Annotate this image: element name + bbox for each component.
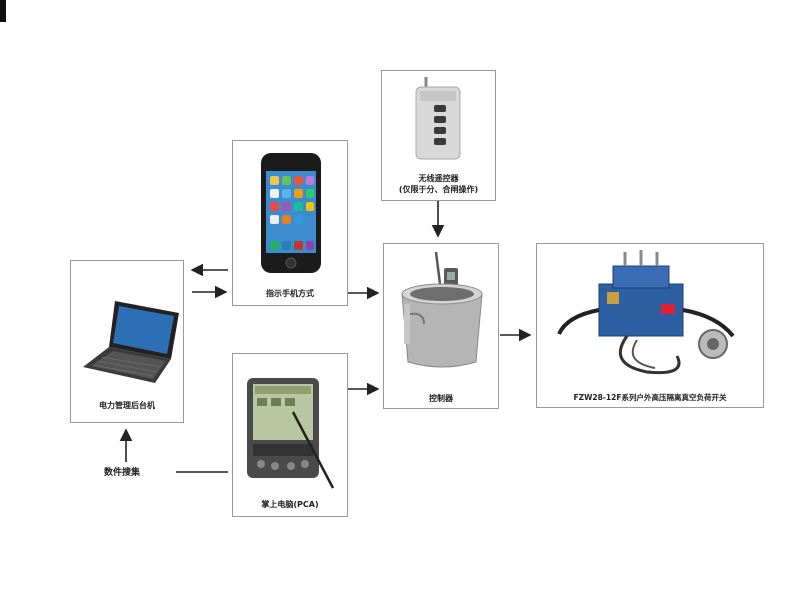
pda-label: 掌上电脑(PCA): [261, 500, 319, 509]
pda-icon: [247, 378, 335, 489]
remote-label-line2: (仅限于分、合闸操作): [398, 185, 479, 194]
remote-box: 无线遥控器 (仅限于分、合闸操作): [381, 70, 496, 201]
phone-box: 指示手机方式: [232, 140, 348, 306]
data-collect-label: 数件搜集: [104, 468, 141, 478]
remote-control-icon: [415, 77, 461, 160]
phone-label: 指示手机方式: [266, 289, 314, 298]
vacuum-load-switch-icon: [557, 250, 735, 375]
laptop-icon: [83, 301, 179, 383]
pc-label: 电力管理后台机: [99, 401, 155, 410]
pda-box: 掌上电脑(PCA): [232, 353, 348, 517]
switch-label: FZW28-12F系列户外高压隔离真空负荷开关: [573, 393, 727, 402]
remote-label-line1: 无线遥控器: [418, 174, 459, 183]
pc-box: 电力管理后台机: [70, 260, 184, 423]
smartphone-icon: [261, 153, 321, 273]
corner-mark: [0, 0, 6, 22]
controller-label: 控制器: [429, 394, 453, 403]
controller-box: 控制器: [383, 243, 499, 409]
controller-cabinet-icon: [401, 251, 483, 368]
switch-box: FZW28-12F系列户外高压隔离真空负荷开关: [536, 243, 764, 408]
